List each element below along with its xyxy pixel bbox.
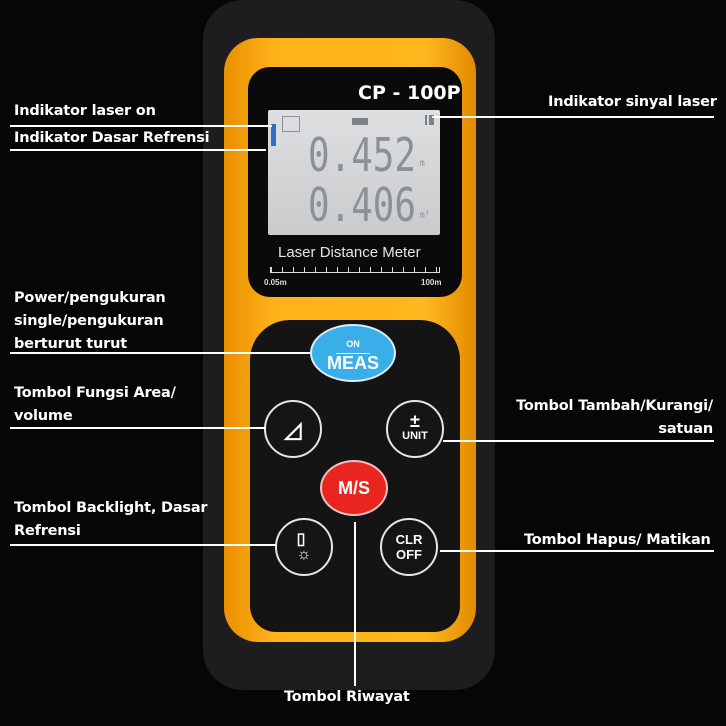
base-ref-leader [10, 149, 266, 151]
ms-history-button[interactable]: M/S [320, 460, 388, 516]
scale-max: 100m [421, 278, 442, 287]
label-backlight-line-2: Refrensi [14, 523, 81, 539]
label-laser-on: Indikator laser on [14, 103, 156, 119]
on-meas-button[interactable]: ON MEAS [310, 324, 396, 382]
unit-button[interactable]: ± UNIT [386, 400, 444, 458]
reading-1: 0.452 [308, 128, 417, 182]
plus-minus-label: ± [410, 411, 420, 431]
area-volume-button[interactable]: ◿ [264, 400, 322, 458]
power-leader [10, 352, 310, 354]
label-unit: Tombol Tambah/Kurangi/ satuan [511, 395, 713, 441]
backlight-button[interactable]: ▯☼ [275, 518, 333, 576]
signal-indicator-icon [420, 115, 434, 125]
reading-2: 0.406 [308, 178, 417, 232]
laser-on-indicator [271, 124, 276, 146]
ms-label: M/S [337, 477, 370, 498]
laser-on-leader [10, 125, 272, 127]
label-clear: Tombol Hapus/ Matikan [524, 532, 711, 548]
unit-leader [443, 440, 714, 442]
label-unit-line-2: satuan [658, 421, 713, 437]
clear-leader [440, 550, 714, 552]
label-backlight-line-1: Tombol Backlight, Dasar [14, 500, 208, 516]
range-scale [270, 267, 440, 273]
base-reference-icon [282, 116, 300, 132]
signal-leader [432, 116, 714, 118]
battery-icon [352, 118, 368, 125]
lcd-display: 0.452 m 0.406 m³ [268, 110, 440, 235]
label-area-line-1: Tombol Fungsi Area/ [14, 385, 176, 401]
unit-1: m [420, 158, 425, 169]
clr-label: CLR [395, 532, 423, 547]
backlight-icon: ▯☼ [296, 531, 312, 563]
product-name: Laser Distance Meter [278, 244, 421, 261]
clr-off-button[interactable]: CLR OFF [380, 518, 438, 576]
label-power-line-1: Power/pengukuran [14, 290, 166, 306]
label-power-line-3: berturut turut [14, 336, 127, 352]
label-area: Tombol Fungsi Area/ volume [14, 382, 176, 428]
label-unit-line-1: Tombol Tambah/Kurangi/ [516, 398, 713, 414]
unit-2: m³ [420, 210, 430, 221]
area-volume-icon: ◿ [284, 416, 302, 442]
off-label: OFF [396, 547, 422, 562]
backlight-leader [10, 544, 276, 546]
scale-min: 0.05m [264, 278, 287, 287]
area-leader [10, 427, 266, 429]
label-history: Tombol Riwayat [284, 689, 410, 705]
meas-label: MEAS [326, 352, 379, 373]
label-power-line-2: single/pengukuran [14, 313, 164, 329]
label-power: Power/pengukuran single/pengukuran bertu… [14, 287, 166, 356]
on-label: ON [336, 335, 370, 354]
label-backlight: Tombol Backlight, Dasar Refrensi [14, 497, 208, 543]
label-area-line-2: volume [14, 408, 73, 424]
unit-label: UNIT [402, 430, 428, 442]
label-signal: Indikator sinyal laser [548, 94, 717, 110]
label-base-ref: Indikator Dasar Refrensi [14, 130, 210, 146]
history-leader [354, 522, 356, 686]
model-name: CP - 100P [358, 82, 461, 104]
